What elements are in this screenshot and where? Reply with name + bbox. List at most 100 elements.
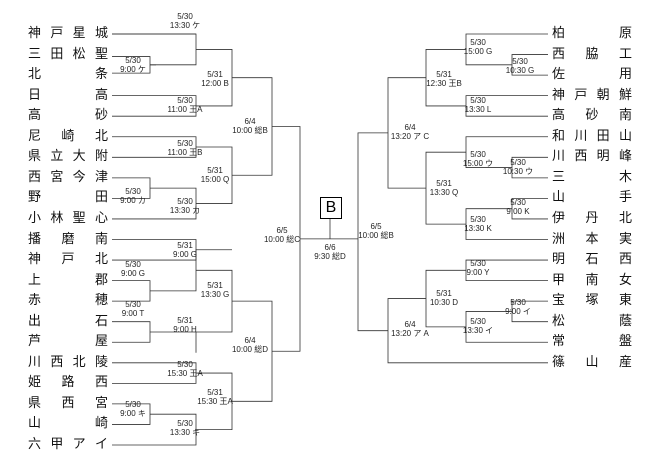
match-label-line: 12:30 王B: [426, 79, 462, 88]
team-name-char: 北: [94, 252, 108, 268]
match-label-line: 13:30 カ: [169, 206, 201, 215]
team-name: 高砂: [28, 106, 108, 126]
match-label-line: 13:30 イ: [462, 326, 494, 335]
team-name-char: 城: [94, 26, 108, 41]
team-name-char: 佐: [552, 67, 566, 83]
match-label-line: 11:00 王B: [167, 148, 203, 157]
team-name-char: 磨: [61, 231, 75, 247]
match-label-line: 5/31: [207, 281, 223, 290]
match-label-line: 13:20 ア A: [391, 329, 429, 338]
team-name-char: 戸: [574, 87, 588, 103]
team-name: 西宮今津: [28, 168, 108, 188]
team-name-char: 田: [94, 190, 108, 206]
match-label-line: 5/30: [510, 158, 526, 167]
team-name-char: 西: [618, 252, 632, 268]
match-label-line: 6/4: [244, 117, 256, 126]
team-name-char: 附: [94, 149, 108, 165]
team-name: 北条: [28, 65, 108, 85]
team-name-char: 県: [28, 149, 42, 165]
team-name-char: 崎: [61, 128, 75, 144]
match-label-line: 5/30: [512, 57, 528, 66]
team-name-char: 西: [94, 375, 108, 391]
team-name: 川西北陵: [28, 353, 108, 373]
team-name: 出石: [28, 312, 108, 332]
team-name-char: 宝: [552, 293, 566, 309]
team-name: 山手: [552, 188, 632, 208]
team-name-char: 高: [94, 87, 108, 103]
team-name-char: 蔭: [618, 313, 632, 329]
match-label-line: 13:30 L: [464, 105, 492, 114]
team-name-char: 小: [28, 210, 42, 226]
match-label-line: 15:30 王A: [197, 397, 233, 406]
team-name: 柏原: [552, 24, 632, 44]
team-name: 川西明峰: [552, 147, 632, 167]
match-label-line: 11:00 王A: [167, 105, 203, 114]
team-name-char: 日: [28, 87, 42, 103]
team-name-char: 和: [552, 128, 566, 144]
team-name-char: 西: [61, 395, 75, 411]
team-name-char: 甲: [552, 272, 566, 288]
team-name-char: 姫: [28, 375, 42, 391]
match-label-line: 5/30: [470, 259, 486, 268]
match-label-line: 10:00 総C: [263, 235, 301, 244]
team-name-char: 南: [585, 272, 599, 288]
team-name: 小林聖心: [28, 209, 108, 229]
team-name: 神戸北: [28, 250, 108, 270]
match-label-line: 6/6: [324, 243, 336, 252]
team-name-char: 東: [618, 293, 632, 309]
match-label-line: 9:00 Y: [466, 268, 490, 277]
team-name-char: 西: [50, 354, 64, 370]
team-name-char: 峰: [618, 149, 632, 165]
team-name-char: 北: [72, 354, 86, 370]
team-name-char: 神: [28, 252, 42, 268]
team-name: 県立大附: [28, 147, 108, 167]
match-label-line: 9:00 K: [506, 207, 530, 216]
team-name-char: 六: [28, 437, 42, 452]
team-name-char: 西: [28, 169, 42, 185]
match-label-line: 5/30: [470, 96, 486, 105]
team-name-char: 穂: [94, 293, 108, 309]
team-name-char: 尼: [28, 128, 42, 144]
team-name-char: 松: [552, 313, 566, 329]
team-name-char: 脇: [585, 46, 599, 62]
team-name: 姫路西: [28, 373, 108, 393]
team-name-char: 山: [585, 354, 599, 370]
team-name-char: 洲: [552, 231, 566, 247]
team-name-char: 川: [574, 128, 588, 144]
team-name-char: 屋: [94, 334, 108, 350]
team-name-char: 実: [618, 231, 632, 247]
team-name-char: 手: [618, 190, 632, 206]
team-name-char: 出: [28, 313, 42, 329]
team-name-char: 鮮: [618, 87, 632, 103]
match-label-line: 9:00 T: [121, 309, 145, 318]
team-name-char: 産: [618, 354, 632, 370]
match-label-line: 5/30: [177, 360, 193, 369]
team-name-char: 南: [618, 108, 632, 124]
team-name-char: 三: [552, 169, 566, 185]
match-label-line: 13:30 G: [200, 290, 230, 299]
bracket-line: [112, 321, 151, 343]
team-name-char: 芦: [28, 334, 42, 350]
match-label-line: 5/30: [470, 317, 486, 326]
team-name-char: 明: [552, 252, 566, 268]
team-name-char: ア: [72, 437, 86, 452]
match-label-line: 10:30 ウ: [502, 167, 534, 176]
